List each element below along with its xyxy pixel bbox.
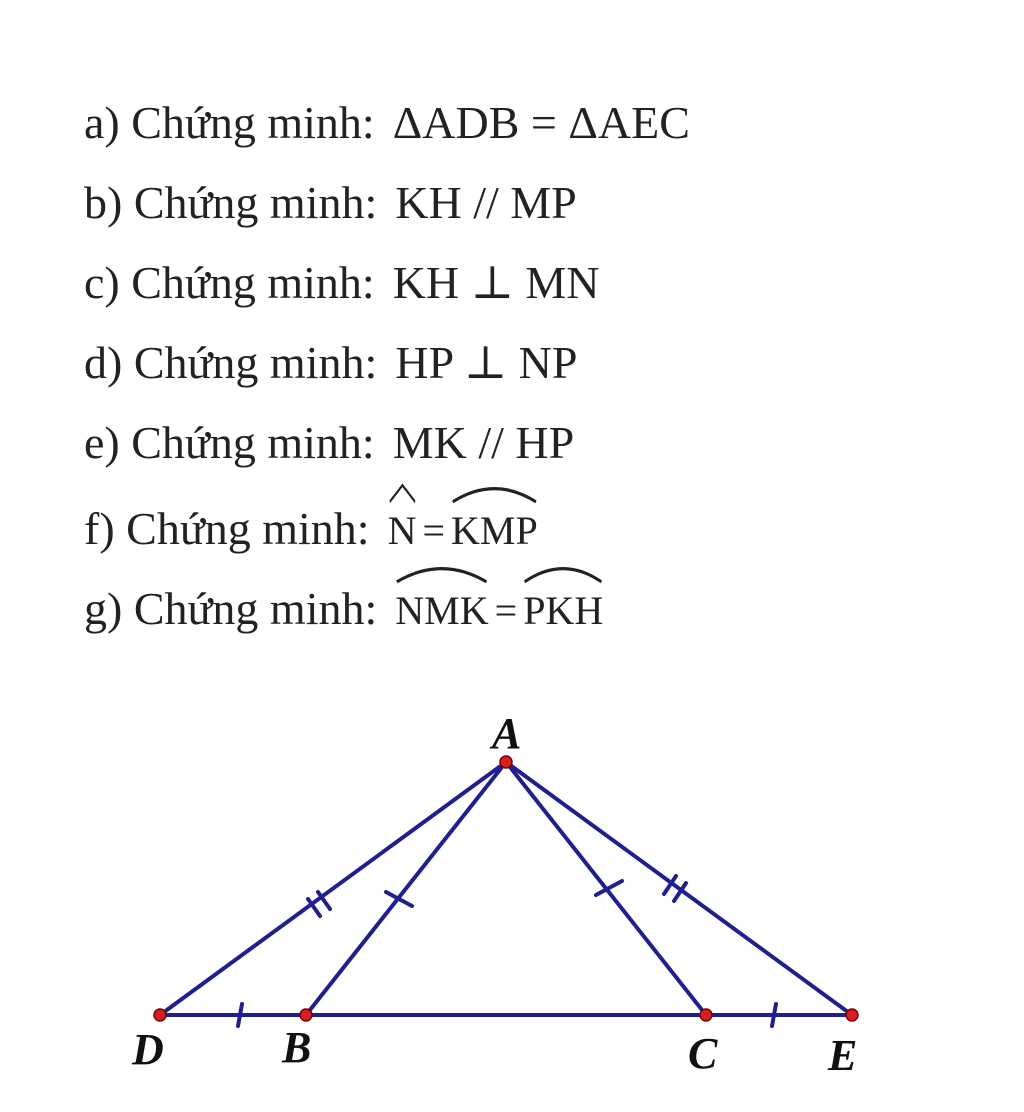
segments bbox=[158, 760, 854, 1017]
task-e-statement: MK // HP bbox=[392, 417, 575, 468]
task-f-angle-left: N bbox=[387, 483, 417, 562]
label-d: D bbox=[131, 1025, 164, 1074]
tick-ab bbox=[384, 890, 414, 908]
tick-ad-1 bbox=[306, 897, 322, 918]
task-f-angle-right: KMP bbox=[451, 487, 538, 562]
task-d-statement: HP ⊥ NP bbox=[395, 337, 578, 388]
task-e-prefix: e) Chứng minh: bbox=[84, 417, 375, 468]
task-g-angle-left-text: NMK bbox=[395, 588, 489, 633]
task-e: e) Chứng minh: MK // HP bbox=[84, 412, 690, 492]
task-f-prefix: f) Chứng minh: bbox=[84, 503, 370, 554]
label-b: B bbox=[281, 1023, 311, 1072]
task-g-prefix: g) Chứng minh: bbox=[84, 583, 378, 634]
tick-marks bbox=[236, 874, 778, 1028]
task-b: b) Chứng minh: KH // MP bbox=[84, 172, 690, 252]
task-c-statement: KH ⊥ MN bbox=[392, 257, 600, 308]
tick-ce bbox=[770, 1002, 778, 1028]
segment-ad bbox=[158, 760, 508, 1017]
tick-db bbox=[236, 1002, 244, 1028]
task-g-angle-left: NMK bbox=[395, 567, 489, 642]
tick-ac bbox=[594, 879, 624, 897]
task-b-statement: KH // MP bbox=[395, 177, 577, 228]
angle-arc-icon bbox=[452, 487, 537, 504]
task-d: d) Chứng minh: HP ⊥ NP bbox=[84, 332, 690, 412]
task-f-angle-left-text: N bbox=[387, 508, 417, 553]
label-c: C bbox=[688, 1029, 718, 1078]
angle-hat-icon bbox=[389, 483, 415, 504]
task-g-angle-right: PKH bbox=[523, 566, 604, 642]
task-f-angle-right-text: KMP bbox=[451, 508, 538, 553]
task-g: g) Chứng minh: NMK=PKH bbox=[84, 566, 690, 652]
task-a-statement: ΔADB = ΔAEC bbox=[392, 97, 690, 148]
point-a bbox=[499, 755, 513, 769]
points bbox=[153, 755, 859, 1022]
task-a-prefix: a) Chứng minh: bbox=[84, 97, 375, 148]
segment-ae bbox=[504, 760, 854, 1017]
point-b bbox=[299, 1008, 313, 1022]
label-a: A bbox=[489, 709, 521, 758]
task-g-angle-right-text: PKH bbox=[523, 588, 604, 633]
segment-ab bbox=[304, 760, 508, 1017]
point-e bbox=[845, 1008, 859, 1022]
angle-arc-icon bbox=[524, 566, 603, 584]
point-d bbox=[153, 1008, 167, 1022]
task-f: f) Chứng minh: N=KMP bbox=[84, 483, 690, 572]
task-g-equals: = bbox=[494, 588, 518, 633]
task-f-equals: = bbox=[422, 508, 446, 553]
tick-ad-2 bbox=[316, 890, 332, 911]
angle-arc-icon bbox=[396, 567, 488, 584]
task-b-prefix: b) Chứng minh: bbox=[84, 177, 378, 228]
task-a: a) Chứng minh: ΔADB = ΔAEC bbox=[84, 92, 690, 172]
tick-ae-1 bbox=[662, 874, 678, 896]
triangle-figure: A B C D E bbox=[131, 709, 859, 1080]
task-c: c) Chứng minh: KH ⊥ MN bbox=[84, 252, 690, 332]
task-d-prefix: d) Chứng minh: bbox=[84, 337, 378, 388]
label-e: E bbox=[827, 1031, 857, 1080]
point-c bbox=[699, 1008, 713, 1022]
problem-list: a) Chứng minh: ΔADB = ΔAEC b) Chứng minh:… bbox=[84, 92, 690, 652]
tick-ae-2 bbox=[672, 881, 688, 903]
task-c-prefix: c) Chứng minh: bbox=[84, 257, 375, 308]
